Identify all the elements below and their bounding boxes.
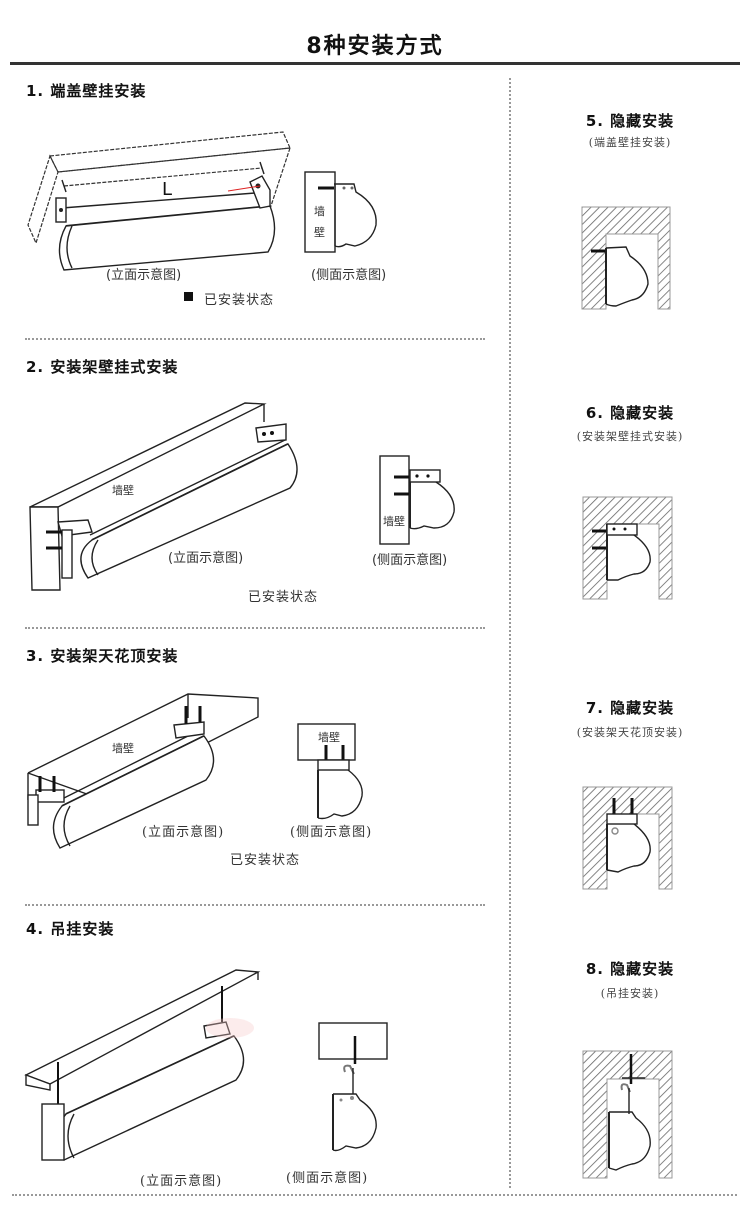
section-8-subtitle: (吊挂安装): [600, 987, 660, 1000]
roller-tube: [80, 443, 298, 579]
section-3-side-caption: (侧面示意图): [290, 825, 373, 840]
section-3-title: 3. 安装架天花顶安装: [26, 647, 179, 665]
hatched-recess: [582, 1050, 673, 1179]
section-6-diagram: [582, 496, 673, 600]
section-3-front-diagram: 墙壁: [27, 693, 259, 849]
section-1-front-diagram: L: [27, 131, 291, 271]
bracket-right: [173, 721, 205, 739]
roller-tube: [52, 735, 215, 849]
svg-text:墙壁: 墙壁: [318, 730, 340, 744]
cassette-profile: [332, 1093, 377, 1152]
section-2-front-caption: (立面示意图): [168, 551, 244, 566]
cassette-profile: [317, 769, 363, 820]
end-cap-right: [249, 175, 271, 209]
roller-tube: [58, 205, 276, 271]
bracket: [606, 813, 638, 825]
hook: [343, 1064, 355, 1075]
section-4-front-diagram: [24, 969, 261, 1161]
ceiling: [297, 723, 356, 761]
dimension-line: [63, 167, 263, 187]
bracket: [317, 759, 350, 771]
wall-end: [29, 506, 61, 591]
dimension-label: L: [162, 179, 172, 200]
filled-square-icon: [184, 292, 193, 301]
section-4-side-caption: (侧面示意图): [286, 1171, 369, 1186]
svg-text:壁: 壁: [314, 225, 325, 239]
svg-text:墙壁: 墙壁: [112, 741, 134, 755]
section-1-title: 1. 端盖壁挂安装: [26, 82, 147, 100]
section-5-subtitle: (端盖壁挂安装): [588, 136, 672, 149]
hatched-recess: [582, 496, 673, 600]
section-divider-1: [25, 338, 485, 340]
svg-text:墙: 墙: [314, 204, 325, 218]
section-1-side-diagram: 墙 壁: [304, 171, 377, 253]
section-5-diagram: [581, 206, 671, 310]
cassette-profile: [606, 823, 651, 873]
cassette-profile: [334, 183, 377, 248]
title-underline: [10, 62, 740, 65]
end-plate-left: [41, 1103, 65, 1161]
cassette-profile: [608, 1111, 651, 1171]
section-4-front-caption: (立面示意图): [140, 1174, 223, 1189]
page-title: 8种安装方式: [306, 34, 444, 59]
section-8-diagram: [582, 1050, 673, 1179]
cassette-profile: [409, 481, 455, 530]
svg-text:墙壁: 墙壁: [112, 483, 134, 497]
hook: [620, 1083, 631, 1093]
section-3-side-diagram: 墙壁: [297, 723, 363, 820]
cassette-profile: [607, 534, 651, 581]
section-2-front-diagram: 墙壁: [29, 402, 298, 591]
section-4-side-diagram: [318, 1022, 388, 1152]
section-5-title: 5. 隐藏安装: [585, 112, 675, 130]
section-divider-3: [25, 904, 485, 906]
section-1-side-caption: (侧面示意图): [311, 268, 387, 283]
end-plate-right: [203, 1021, 231, 1039]
section-2-side-diagram: 墙壁: [379, 455, 455, 545]
bottom-divider: [12, 1194, 737, 1196]
section-7-diagram: [582, 786, 673, 890]
section-7-title: 7. 隐藏安装: [585, 699, 675, 717]
section-7-subtitle: (安装架天花顶安装): [576, 726, 684, 739]
section-1-status: 已安装状态: [204, 293, 275, 308]
section-4-title: 4. 吊挂安装: [26, 920, 115, 938]
wall: [304, 171, 336, 253]
ceiling: [318, 1022, 388, 1060]
rail-top: [61, 191, 269, 209]
section-2-status: 已安装状态: [248, 590, 319, 605]
section-2-title: 2. 安装架壁挂式安装: [26, 358, 179, 376]
section-3-status: 已安装状态: [230, 853, 301, 868]
column-divider: [509, 78, 511, 1188]
section-2-side-caption: (侧面示意图): [372, 553, 448, 568]
section-divider-2: [25, 627, 485, 629]
bracket: [409, 469, 441, 483]
section-6-subtitle: (安装架壁挂式安装): [576, 430, 684, 443]
hatched-recess: [582, 786, 673, 890]
wall-end-face: [27, 154, 59, 245]
bracket: [606, 523, 638, 536]
cassette-profile: [605, 246, 649, 307]
wall: [379, 455, 410, 545]
section-1-front-caption: (立面示意图): [106, 268, 182, 283]
section-6-title: 6. 隐藏安装: [585, 404, 675, 422]
rail-top: [89, 439, 286, 536]
section-3-front-caption: (立面示意图): [142, 825, 225, 840]
svg-text:墙壁: 墙壁: [383, 514, 405, 528]
hatched-recess: [581, 206, 671, 310]
section-8-title: 8. 隐藏安装: [585, 960, 675, 978]
